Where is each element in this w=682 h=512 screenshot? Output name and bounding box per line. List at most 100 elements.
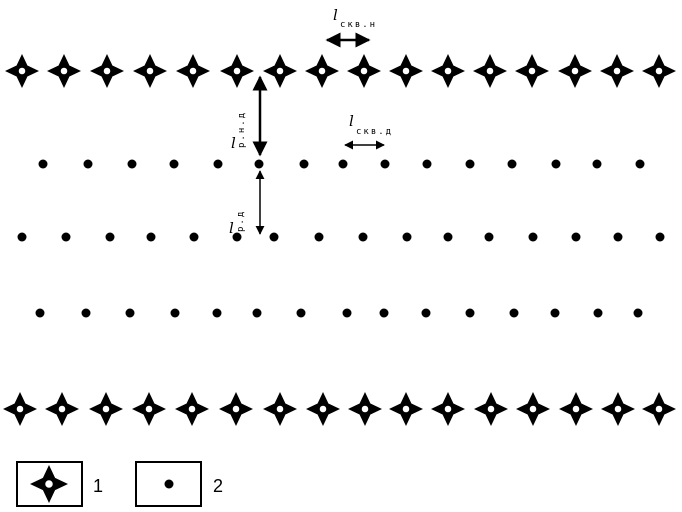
injection-well-center — [232, 66, 242, 76]
injection-arrow-head — [230, 392, 242, 409]
injection-well — [219, 392, 253, 426]
injection-production-label-main: l — [231, 134, 236, 152]
production-well — [105, 232, 115, 242]
injection-arrow-head — [176, 65, 193, 77]
injection-arrow-head — [316, 54, 328, 71]
injection-arrow-head — [601, 403, 618, 415]
injection-arrow-head — [58, 54, 70, 71]
injection-well — [89, 392, 123, 426]
injection-arrow-head — [364, 65, 381, 77]
injection-arrow-head — [532, 65, 549, 77]
injection-arrow-head — [527, 409, 539, 426]
injection-arrow-head — [14, 392, 26, 409]
injection-arrow-head — [274, 54, 286, 71]
production-well — [35, 308, 45, 318]
injection-arrow-head — [659, 403, 676, 415]
production-well — [484, 232, 494, 242]
injection-arrow-head — [642, 65, 659, 77]
injection-well — [263, 54, 297, 88]
injection-arrow-head — [569, 54, 581, 71]
production-well — [613, 232, 623, 242]
injection-production-distance-dimension: l р.н.д — [231, 75, 268, 157]
injection-arrow-head — [186, 409, 198, 426]
injection-arrow-head — [133, 65, 150, 77]
injection-arrow-head — [515, 65, 532, 77]
injection-well — [516, 392, 550, 426]
injection-arrow-head — [143, 409, 155, 426]
injection-arrow-head — [5, 65, 22, 77]
injection-arrow-head — [106, 403, 123, 415]
injection-arrow-head — [570, 392, 582, 409]
injection-arrow-head — [100, 392, 112, 409]
production-well — [550, 308, 560, 318]
injection-well — [132, 392, 166, 426]
injection-arrow-head — [149, 403, 166, 415]
injection-arrow-head — [431, 65, 448, 77]
injection-arrow-head — [107, 65, 124, 77]
injection-well — [601, 392, 635, 426]
injection-well-center — [57, 404, 67, 414]
production-well — [633, 308, 643, 318]
injection-well-center — [318, 404, 328, 414]
injection-arrow-head — [442, 392, 454, 409]
injection-arrow-head — [358, 71, 370, 88]
injection-well — [5, 54, 39, 88]
injection-arrow-head — [305, 65, 322, 77]
injection-arrow-head — [611, 54, 623, 71]
production-well — [551, 159, 561, 169]
injection-well-center — [144, 404, 154, 414]
injection-well — [347, 54, 381, 88]
production-well — [571, 232, 581, 242]
injection-well-center — [570, 66, 580, 76]
injection-well-center — [360, 404, 370, 414]
injection-arrow-head — [3, 403, 20, 415]
injection-spacing-dimension: l скв.н — [325, 6, 375, 48]
production-well — [61, 232, 71, 242]
injection-arrow-head — [14, 409, 26, 426]
injection-well-center — [145, 66, 155, 76]
production-well — [358, 232, 368, 242]
injection-well — [47, 54, 81, 88]
injection-arrow-head — [533, 403, 550, 415]
injection-arrow-head — [16, 54, 28, 71]
injection-arrow-head — [659, 65, 676, 77]
production-spacing-label-sub: скв.д — [356, 127, 393, 137]
injection-arrow-head — [359, 392, 371, 409]
injection-arrow-head — [101, 54, 113, 71]
injection-arrow-head — [143, 392, 155, 409]
injection-well — [305, 54, 339, 88]
injection-arrow-head — [653, 392, 665, 409]
injection-arrow-head — [570, 409, 582, 426]
injection-arrow-head — [132, 403, 149, 415]
injection-arrow-head — [317, 409, 329, 426]
injection-well-center — [527, 66, 537, 76]
production-well — [269, 232, 279, 242]
injection-arrow-head — [600, 65, 617, 77]
injection-arrow-head — [100, 409, 112, 426]
injection-spacing-label-main: l — [333, 6, 338, 24]
injection-arrow-head — [42, 465, 56, 484]
injection-arrow-head — [575, 65, 592, 77]
production-row-1 — [38, 159, 645, 169]
production-well — [296, 308, 306, 318]
injection-arrow-head — [144, 54, 156, 71]
injection-arrow-head — [569, 71, 581, 88]
injection-well — [642, 54, 676, 88]
injection-well-center — [275, 66, 285, 76]
injection-well — [559, 392, 593, 426]
production-well — [422, 159, 432, 169]
injection-arrow-head — [389, 403, 406, 415]
production-well — [509, 308, 519, 318]
injection-well — [642, 392, 676, 426]
injection-arrow-head — [448, 65, 465, 77]
legend-box-injection — [16, 461, 83, 507]
injection-well-center — [528, 404, 538, 414]
production-spacing-dimension: l скв.д — [344, 112, 393, 150]
injection-arrow-head — [230, 409, 242, 426]
injection-arrow-head — [323, 403, 340, 415]
production-spacing-label-main: l — [349, 112, 354, 130]
injection-well — [515, 54, 549, 88]
production-well — [83, 159, 93, 169]
